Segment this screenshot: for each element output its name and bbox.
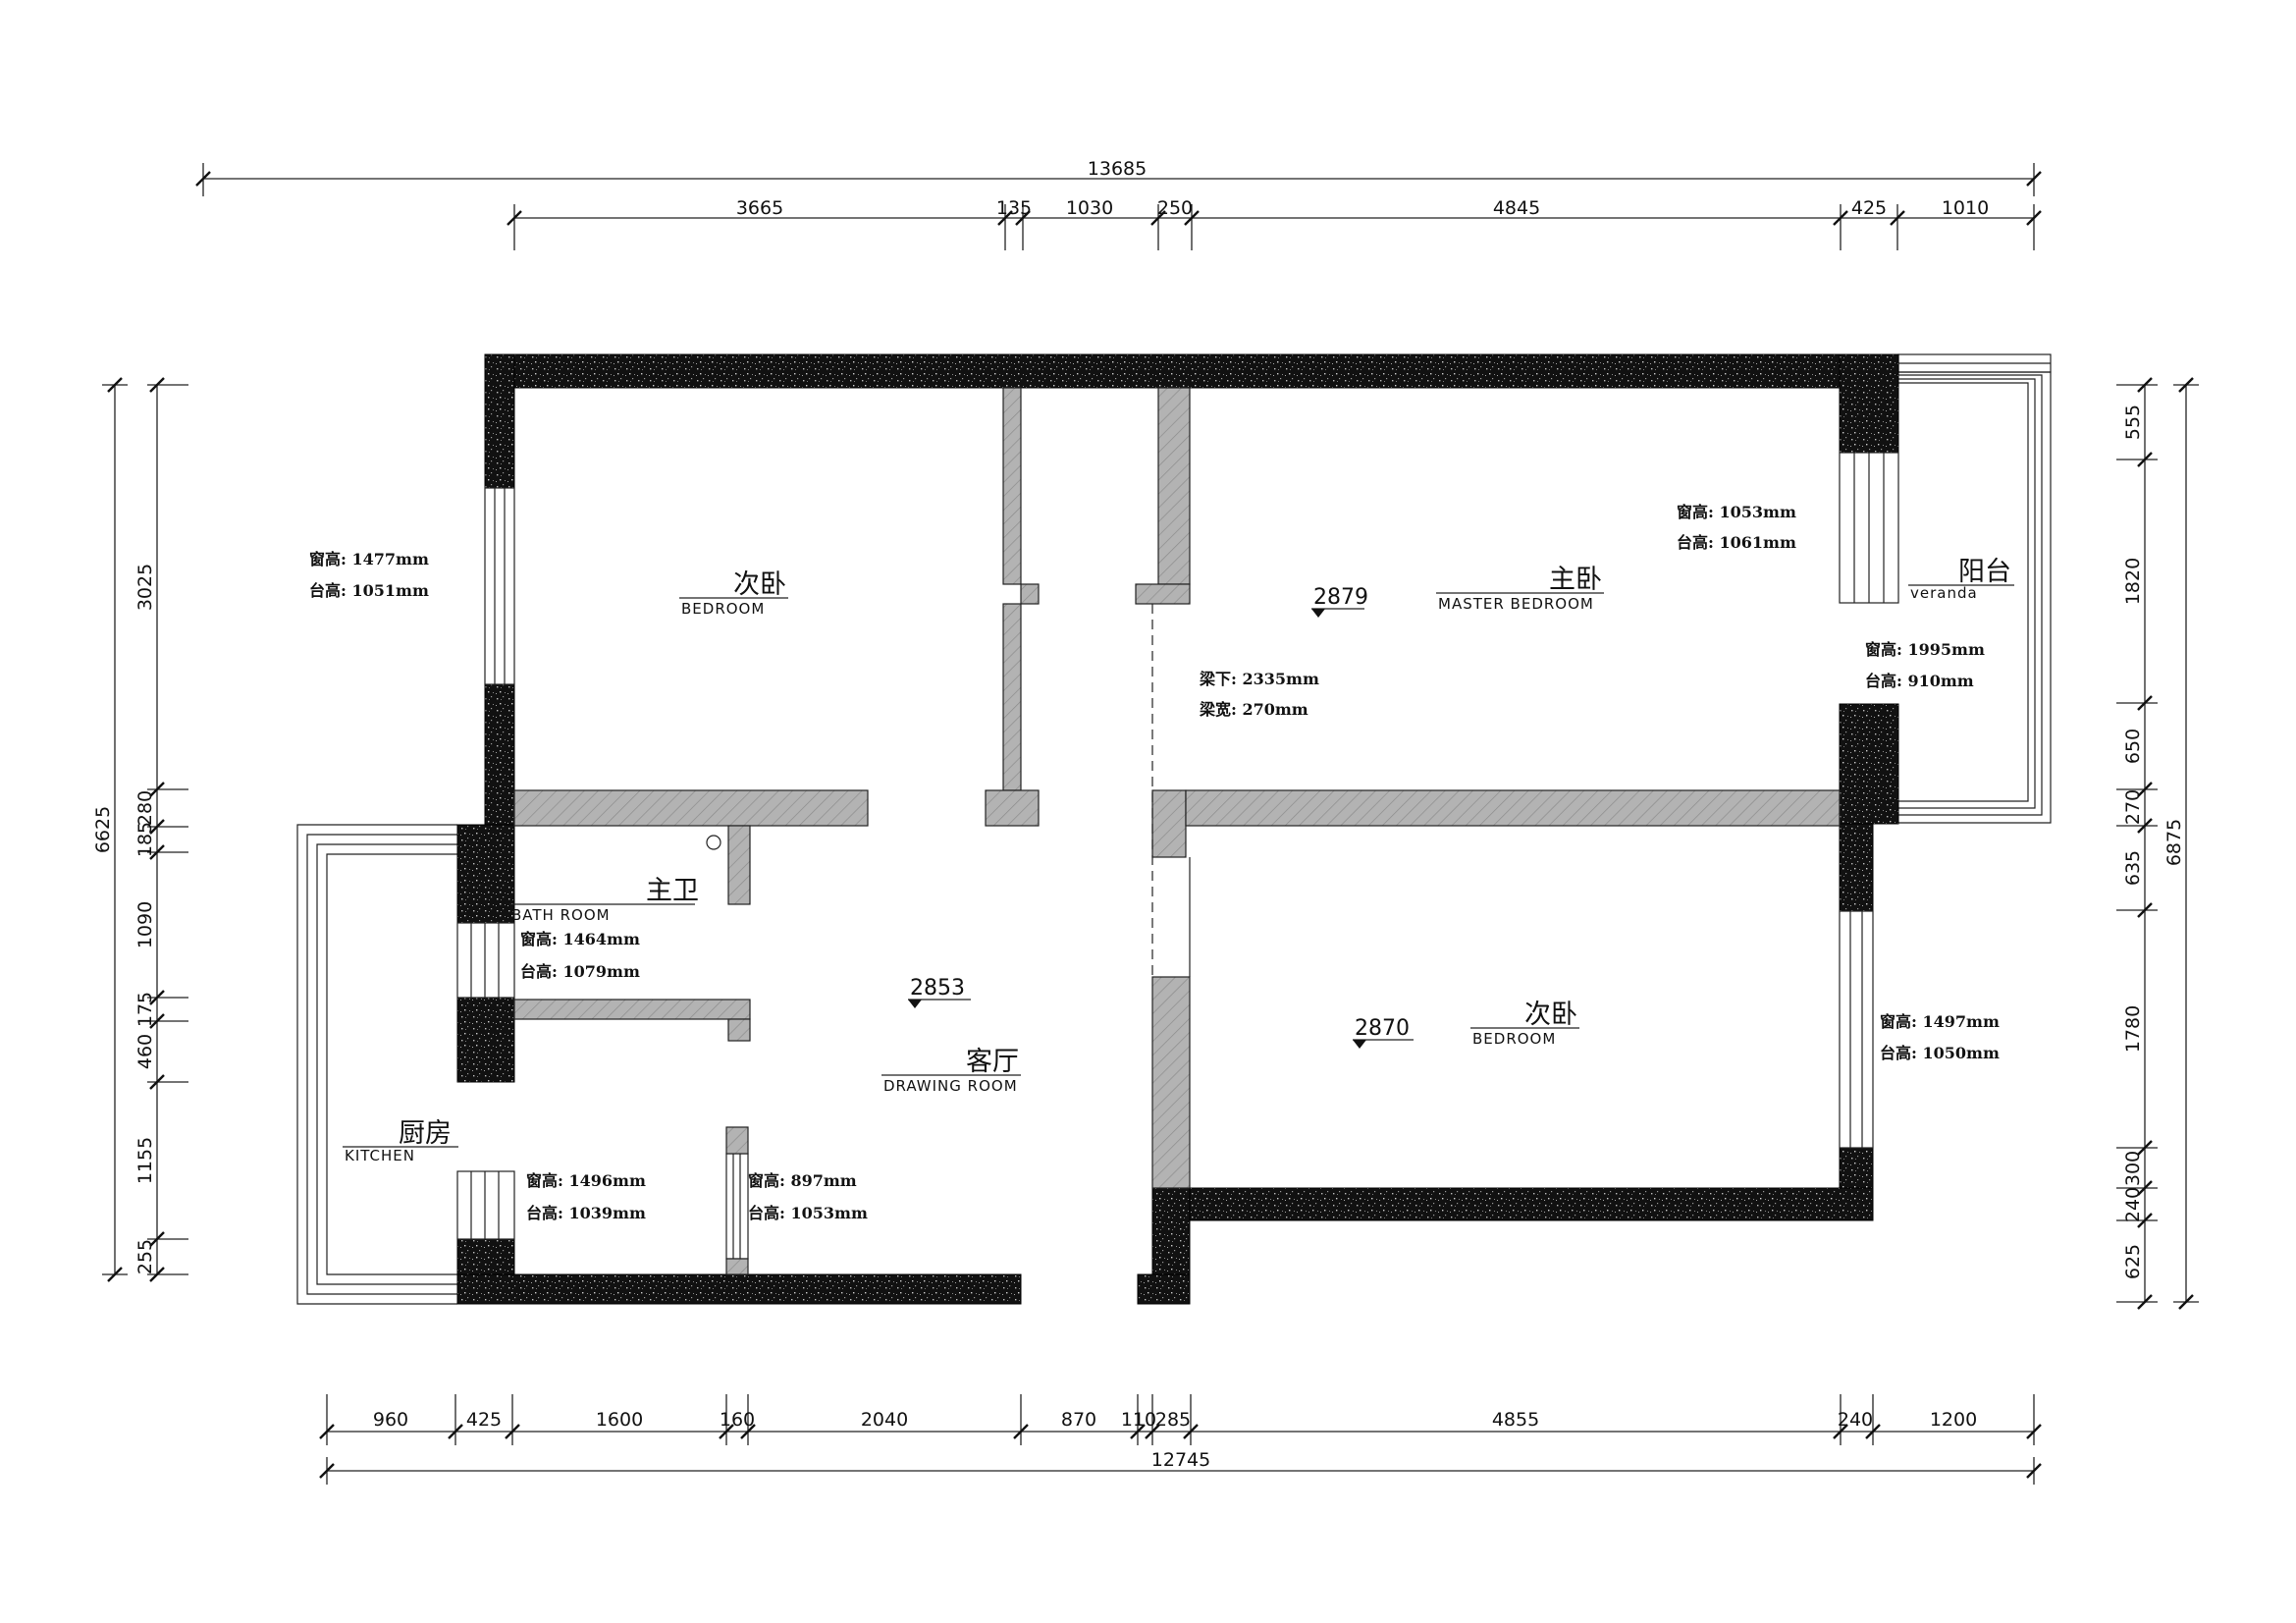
dim-right-total: 6875 <box>2163 819 2185 866</box>
elevation-master: 2879 <box>1313 585 1368 610</box>
dim-right-2: 650 <box>2122 729 2144 764</box>
dim-right-1: 1820 <box>2122 558 2144 605</box>
note-bedroom-left-sill: 台高: 1051mm <box>309 581 429 600</box>
dim-bottom-3: 160 <box>720 1409 755 1431</box>
room-label-bathroom: 主卫 BATH ROOM <box>509 876 699 924</box>
note-living-sill: 台高: 1053mm <box>748 1204 868 1222</box>
elevation-mark-bedroom-right: 2870 <box>1353 1016 1414 1049</box>
room-label-bedroom-right: 次卧 BEDROOM <box>1470 1000 1579 1048</box>
interior-walls <box>513 387 1841 1275</box>
veranda-en: veranda <box>1910 584 1978 602</box>
bedroom-left-en: BEDROOM <box>681 600 765 618</box>
note-veranda-win: 窗高: 1995mm <box>1865 640 1985 659</box>
dim-bottom-5: 870 <box>1061 1409 1096 1431</box>
dim-bottom-2: 1600 <box>596 1409 643 1431</box>
dim-left-total: 6625 <box>92 806 114 853</box>
elevation-mark-living: 2853 <box>908 976 971 1008</box>
note-master-win: 窗高: 1053mm <box>1677 503 1796 521</box>
kitchen-cn: 厨房 <box>399 1118 452 1149</box>
dim-left-2: 185 <box>134 822 156 857</box>
dim-left-5: 460 <box>134 1034 156 1069</box>
dim-left-3: 1090 <box>134 901 156 948</box>
window-bedroom-right <box>1839 910 1874 1149</box>
dim-bottom-10: 1200 <box>1930 1409 1977 1431</box>
dim-top-2: 1030 <box>1066 197 1113 219</box>
room-label-kitchen: 厨房 KITCHEN <box>343 1118 458 1164</box>
dim-right-3: 270 <box>2122 789 2144 825</box>
bedroom-right-en: BEDROOM <box>1472 1030 1556 1048</box>
dimensions-left: 6625 3025 280 185 1090 175 460 1155 255 <box>92 377 188 1282</box>
notes: 窗高: 1477mm 台高: 1051mm 窗高: 1053mm 台高: 106… <box>309 503 2000 1222</box>
dimensions-bottom: 960 425 1600 160 2040 870 110 285 4855 2… <box>319 1394 2042 1485</box>
window-living <box>725 1153 749 1260</box>
dim-bottom-7: 285 <box>1155 1409 1191 1431</box>
note-beam-width: 梁宽: 270mm <box>1199 700 1308 719</box>
dim-bottom-0: 960 <box>373 1409 408 1431</box>
dim-left-4: 175 <box>134 992 156 1027</box>
dim-right-0: 555 <box>2122 405 2144 440</box>
note-living-win: 窗高: 897mm <box>748 1171 857 1190</box>
note-beam-under: 梁下: 2335mm <box>1199 670 1319 688</box>
dim-top-1: 135 <box>996 197 1032 219</box>
dim-bottom-6: 110 <box>1121 1409 1156 1431</box>
dim-right-5: 1780 <box>2122 1005 2144 1053</box>
dim-bottom-8: 4855 <box>1492 1409 1539 1431</box>
note-bath-win: 窗高: 1464mm <box>520 930 640 948</box>
dim-bottom-1: 425 <box>466 1409 502 1431</box>
note-bedroom-right-sill: 台高: 1050mm <box>1880 1044 2000 1062</box>
dim-left-6: 1155 <box>134 1137 156 1184</box>
window-bath <box>456 922 515 999</box>
room-label-living: 客厅 DRAWING ROOM <box>881 1047 1021 1095</box>
master-bedroom-cn: 主卧 <box>1549 565 1602 595</box>
kitchen-balcony <box>296 824 457 1305</box>
dim-right-7: 240 <box>2122 1187 2144 1222</box>
elevation-living: 2853 <box>910 976 965 1001</box>
living-cn: 客厅 <box>966 1047 1019 1077</box>
veranda-cn: 阳台 <box>1958 557 2011 587</box>
dim-top-6: 1010 <box>1942 197 1989 219</box>
note-bedroom-left-win: 窗高: 1477mm <box>309 550 429 568</box>
dim-right-4: 635 <box>2122 850 2144 886</box>
note-kitchen-win: 窗高: 1496mm <box>526 1171 646 1190</box>
elevation-bedroom-right: 2870 <box>1355 1016 1410 1041</box>
master-bedroom-en: MASTER BEDROOM <box>1438 595 1594 613</box>
room-label-veranda: 阳台 veranda <box>1908 557 2014 602</box>
dim-left-0: 3025 <box>134 564 156 611</box>
bathroom-cn: 主卫 <box>646 876 699 906</box>
dim-top-3: 250 <box>1157 197 1193 219</box>
dim-bottom-9: 240 <box>1838 1409 1873 1431</box>
note-bedroom-right-win: 窗高: 1497mm <box>1880 1012 2000 1031</box>
elevation-mark-master: 2879 <box>1311 585 1368 618</box>
dim-left-1: 280 <box>134 790 156 826</box>
dim-top-total: 13685 <box>1088 158 1147 180</box>
dim-top-4: 4845 <box>1493 197 1540 219</box>
dim-right-8: 625 <box>2122 1244 2144 1279</box>
bathroom-en: BATH ROOM <box>511 906 611 924</box>
room-label-master-bedroom: 主卧 MASTER BEDROOM <box>1436 565 1604 613</box>
dim-top-5: 425 <box>1851 197 1887 219</box>
window-master <box>1839 452 1899 604</box>
dim-right-6: 300 <box>2122 1151 2144 1186</box>
note-master-sill: 台高: 1061mm <box>1677 533 1796 552</box>
veranda-railing <box>1897 353 2052 824</box>
exterior-walls <box>456 353 1899 1305</box>
living-en: DRAWING ROOM <box>883 1077 1018 1095</box>
dim-left-7: 255 <box>134 1239 156 1274</box>
bedroom-left-cn: 次卧 <box>733 569 786 600</box>
window-kitchen <box>456 1170 515 1240</box>
dimensions-right: 6875 555 1820 650 270 635 1780 300 240 6… <box>2116 377 2199 1310</box>
dim-bottom-total: 12745 <box>1151 1449 1210 1471</box>
bedroom-right-cn: 次卧 <box>1524 1000 1577 1030</box>
dim-top-0: 3665 <box>736 197 783 219</box>
window-bedroom-left <box>484 487 515 685</box>
dimensions-top: 13685 3665 135 1030 250 4845 425 1010 <box>195 158 2042 250</box>
note-kitchen-sill: 台高: 1039mm <box>526 1204 646 1222</box>
room-label-bedroom-left: 次卧 BEDROOM <box>679 569 788 618</box>
windows <box>456 452 1899 1260</box>
note-veranda-sill: 台高: 910mm <box>1865 672 1974 690</box>
note-bath-sill: 台高: 1079mm <box>520 962 640 981</box>
dim-bottom-4: 2040 <box>861 1409 908 1431</box>
kitchen-en: KITCHEN <box>345 1147 415 1164</box>
